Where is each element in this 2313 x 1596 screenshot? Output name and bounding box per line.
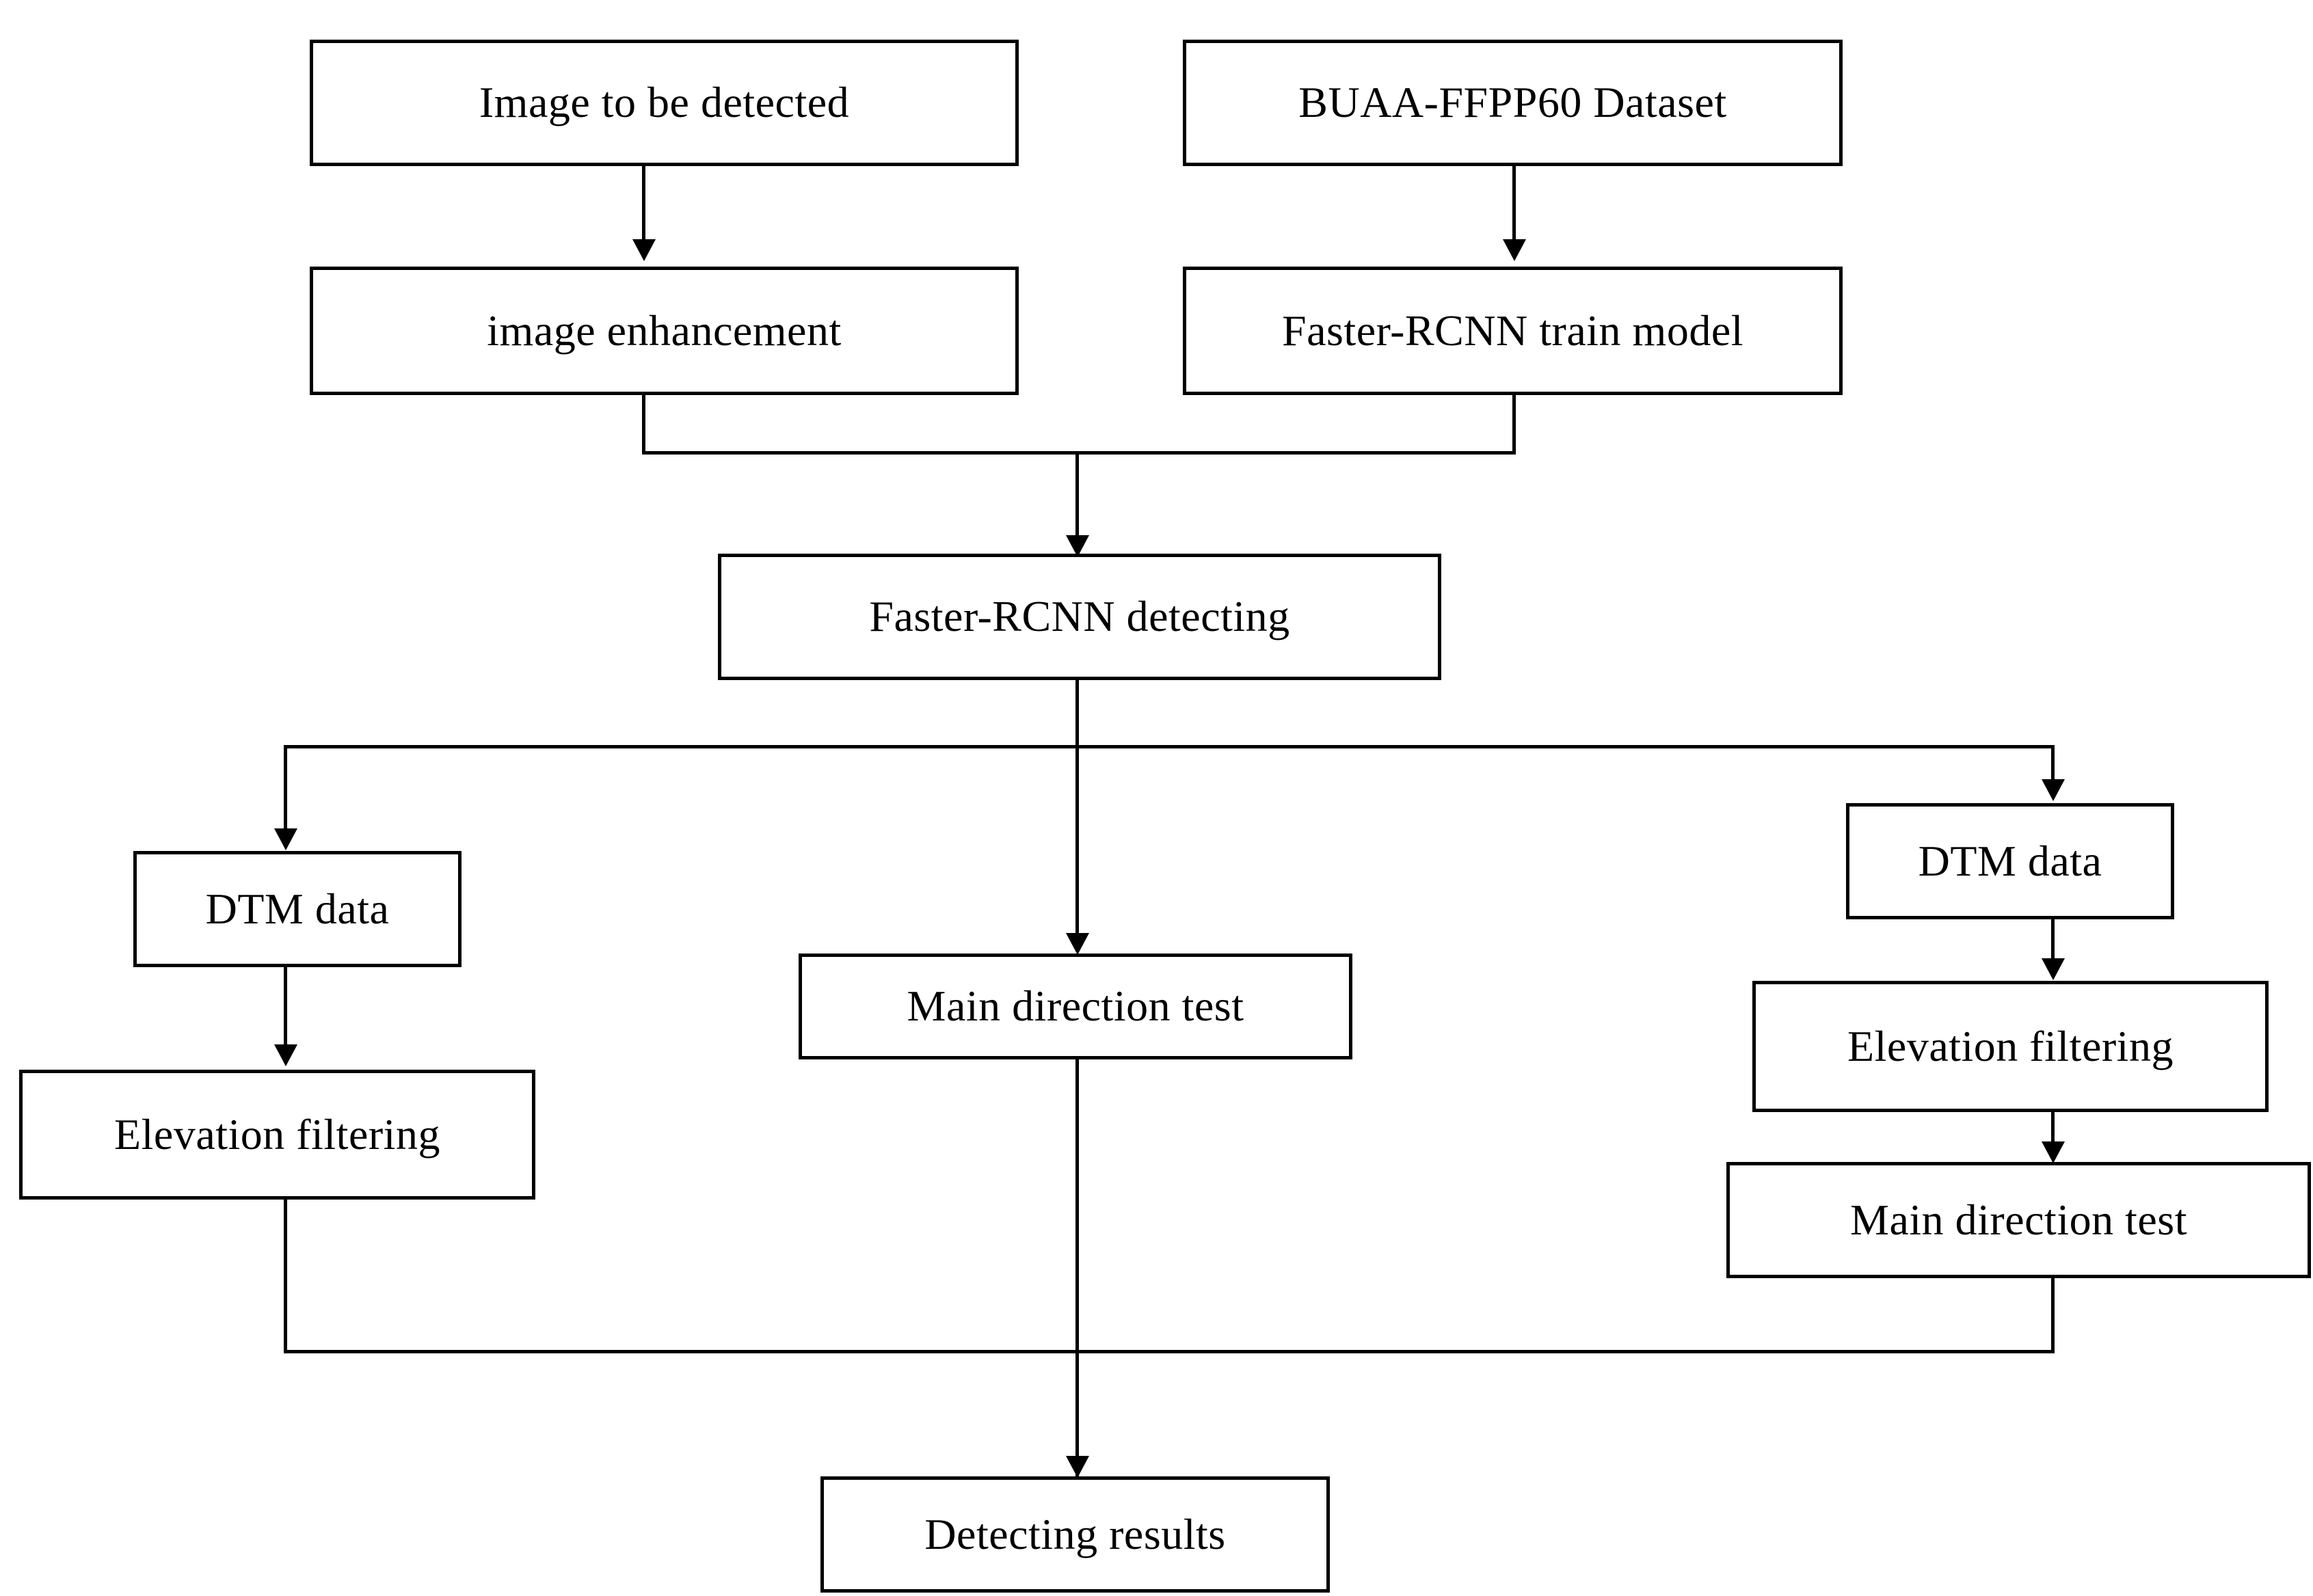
- node-dtm-data-left[interactable]: DTM data: [133, 851, 462, 967]
- edge-dtm-left-to-elev-line: [284, 967, 287, 1048]
- edge-split-right-arrow: [2042, 779, 2065, 801]
- edge-enhancement-down-line: [642, 395, 645, 453]
- edge-merge-to-detecting-line: [1075, 451, 1079, 539]
- edge-elev-left-down-line: [284, 1200, 287, 1353]
- edge-image-to-enhancement-line: [642, 166, 645, 243]
- node-dtm-data-right[interactable]: DTM data: [1846, 803, 2174, 919]
- node-faster-rcnn-detecting[interactable]: Faster-RCNN detecting: [718, 554, 1441, 680]
- node-label: Detecting results: [924, 1509, 1226, 1558]
- edge-mdt-center-down-line: [1075, 1059, 1079, 1504]
- edge-dtm-right-to-elev-arrow: [2042, 958, 2065, 980]
- node-label: Image to be detected: [479, 78, 850, 127]
- edge-results-arrow: [1066, 1456, 1089, 1478]
- edge-mdt-right-down-line: [2051, 1278, 2055, 1353]
- edge-merge-to-detecting-arrow: [1066, 535, 1089, 557]
- edge-train-down-line: [1512, 395, 1516, 453]
- node-elevation-filtering-left[interactable]: Elevation filtering: [19, 1070, 535, 1200]
- edge-dataset-to-train-line: [1512, 166, 1516, 243]
- node-label: Main direction test: [907, 982, 1244, 1031]
- node-image-enhancement[interactable]: image enhancement: [310, 267, 1019, 395]
- edge-split-left-drop: [284, 745, 287, 830]
- node-label: Main direction test: [1850, 1195, 2187, 1244]
- node-faster-rcnn-train-model[interactable]: Faster-RCNN train model: [1183, 267, 1843, 395]
- node-detecting-results[interactable]: Detecting results: [820, 1476, 1330, 1593]
- node-buaa-ffpp60-dataset[interactable]: BUAA-FFPP60 Dataset: [1183, 40, 1843, 166]
- node-main-direction-test-right[interactable]: Main direction test: [1726, 1162, 2311, 1278]
- edge-split-right-drop: [2051, 745, 2055, 783]
- edge-dtm-left-to-elev-arrow: [274, 1044, 297, 1066]
- edge-bottom-merge-bar: [284, 1350, 2055, 1353]
- node-label: BUAA-FFPP60 Dataset: [1298, 78, 1727, 127]
- edge-split-left-arrow: [274, 828, 297, 850]
- node-label: DTM data: [1918, 836, 2102, 885]
- edge-image-to-enhancement-arrow: [632, 239, 656, 261]
- edge-merge-bar-top: [642, 451, 1516, 455]
- node-label: Elevation filtering: [1847, 1021, 2174, 1070]
- node-image-to-be-detected[interactable]: Image to be detected: [310, 40, 1019, 166]
- edge-split-center-arrow: [1066, 933, 1089, 955]
- edge-elev-right-to-mdt-line: [2051, 1112, 2055, 1145]
- edge-detecting-down-line: [1075, 680, 1079, 747]
- edge-split-bar: [284, 745, 2055, 748]
- edge-elev-right-to-mdt-arrow: [2042, 1141, 2065, 1163]
- node-label: Faster-RCNN train model: [1282, 306, 1743, 355]
- node-label: image enhancement: [487, 306, 842, 355]
- edge-dtm-right-to-elev-line: [2051, 919, 2055, 962]
- node-label: Elevation filtering: [114, 1109, 440, 1159]
- edge-split-center-drop: [1075, 745, 1079, 936]
- node-elevation-filtering-right[interactable]: Elevation filtering: [1752, 981, 2269, 1112]
- edge-dataset-to-train-arrow: [1503, 239, 1526, 261]
- node-label: DTM data: [205, 884, 390, 933]
- node-main-direction-test-center[interactable]: Main direction test: [799, 953, 1352, 1059]
- node-label: Faster-RCNN detecting: [869, 592, 1290, 641]
